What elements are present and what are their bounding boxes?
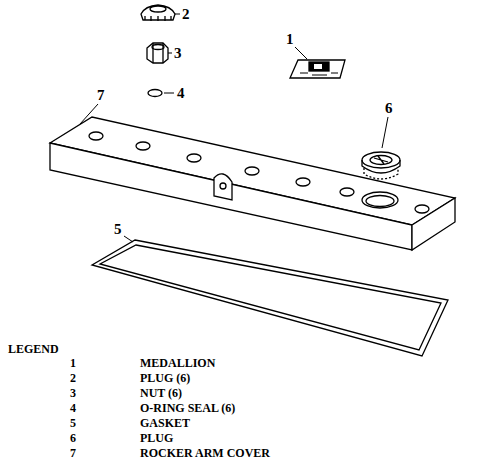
part-name: ROCKER ARM COVER (140, 447, 270, 459)
medallion (290, 60, 345, 78)
legend-number: 3 (70, 387, 76, 399)
callout-number: 2 (182, 7, 190, 22)
part-name: O-RING SEAL (6) (140, 402, 235, 414)
part-name: MEDALLION (140, 357, 215, 369)
legend-number: 6 (70, 432, 76, 444)
leader-lines (80, 14, 388, 242)
callout-number: 5 (114, 222, 122, 237)
legend-number: 1 (70, 357, 76, 369)
legend-number: 5 (70, 417, 76, 429)
part-name: PLUG (6) (140, 372, 190, 384)
part-name: PLUG (140, 432, 173, 444)
o-ring (148, 90, 162, 97)
rocker-arm-cover (50, 117, 455, 250)
plug-cap (141, 5, 175, 21)
legend-number: 2 (70, 372, 76, 384)
part-name: GASKET (140, 417, 190, 429)
nut (147, 43, 168, 63)
legend-number: 4 (70, 402, 76, 414)
callout-number: 3 (174, 46, 182, 61)
callout-number: 6 (385, 101, 393, 116)
gasket (92, 240, 448, 356)
callout-number: 4 (177, 86, 185, 101)
legend-heading: LEGEND (8, 343, 59, 355)
callout-number: 1 (286, 32, 294, 47)
legend-number: 7 (70, 447, 76, 459)
part-name: NUT (6) (140, 387, 182, 399)
filler-plug (362, 152, 400, 179)
callout-number: 7 (97, 88, 105, 103)
